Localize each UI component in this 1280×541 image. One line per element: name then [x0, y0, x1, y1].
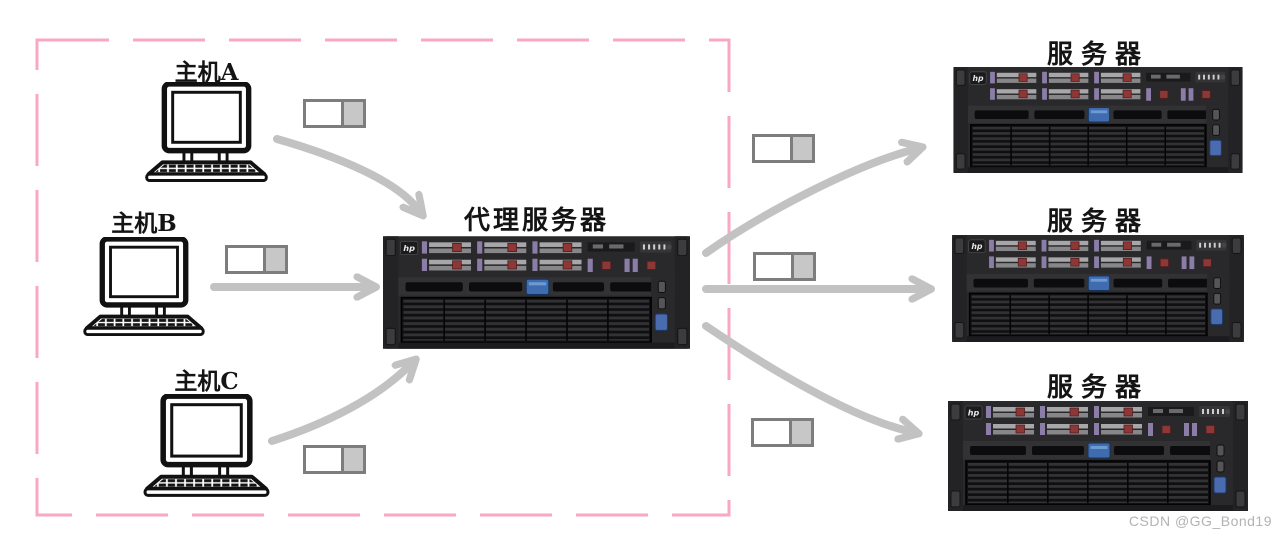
- packet-icon-server-3: [751, 418, 814, 447]
- arrow-host-c-to-proxy: [268, 367, 408, 445]
- packet-gray-cell: [790, 137, 812, 160]
- server-3-label: 服务器: [1046, 373, 1149, 403]
- packet-gray-cell: [791, 255, 813, 278]
- packet-icon-server-2: [753, 252, 816, 281]
- server-2-icon: [948, 235, 1248, 342]
- packet-icon-host-b: [225, 245, 288, 274]
- arrow-proxy-to-server-3: [702, 322, 908, 431]
- server-3-icon: [948, 401, 1248, 511]
- server-2-label: 服务器: [1046, 207, 1149, 237]
- arrow-host-a-to-proxy: [273, 135, 416, 207]
- packet-gray-cell: [789, 421, 811, 444]
- host-a-laptop-icon: [140, 82, 273, 182]
- watermark: CSDN @GG_Bond19: [1128, 513, 1272, 529]
- packet-icon-server-1: [752, 134, 815, 163]
- packet-gray-cell: [341, 102, 363, 125]
- host-b-laptop-icon: [78, 237, 210, 336]
- host-c-label: 主机C: [174, 368, 239, 395]
- server-1-label: 服务器: [1046, 40, 1149, 70]
- proxy-server-icon: [383, 233, 690, 352]
- host-b-label: 主机B: [111, 210, 177, 237]
- packet-icon-host-c: [303, 445, 366, 474]
- server-1-icon: [948, 67, 1248, 173]
- proxy-server-label: 代理服务器: [463, 206, 609, 236]
- packet-gray-cell: [263, 248, 285, 271]
- arrow-proxy-to-server-1: [702, 150, 912, 257]
- host-a-label: 主机A: [174, 59, 239, 86]
- host-c-laptop-icon: [140, 394, 273, 497]
- packet-icon-host-a: [303, 99, 366, 128]
- packet-gray-cell: [341, 448, 363, 471]
